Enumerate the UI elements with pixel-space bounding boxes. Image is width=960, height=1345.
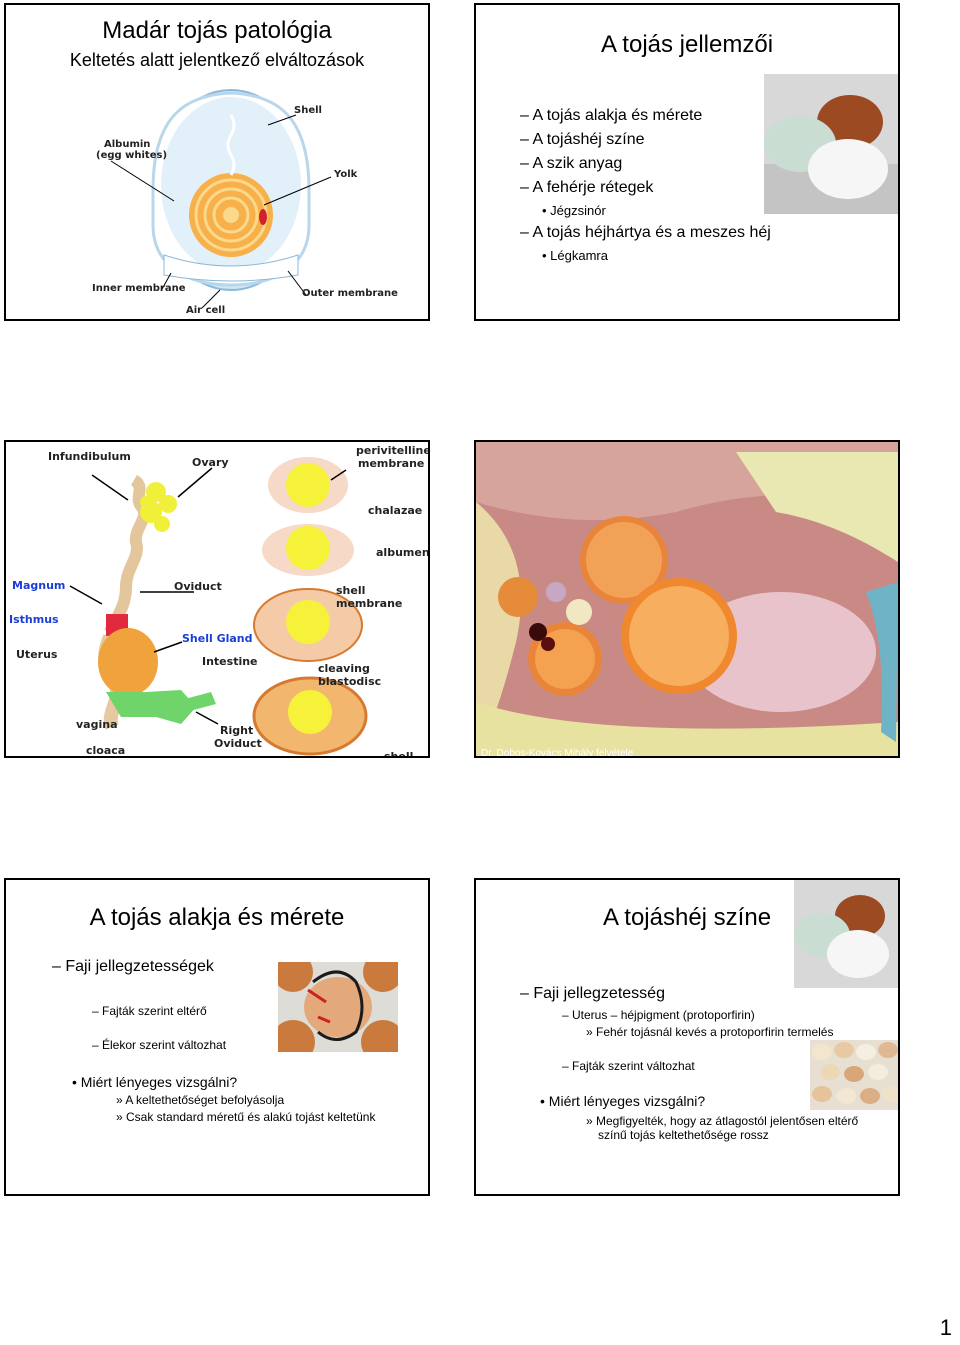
list-item: • Miért lényeges vizsgálni? xyxy=(540,1093,705,1109)
list-item: » Csak standard méretű és alakú tojást k… xyxy=(116,1110,375,1124)
label-shell: shell xyxy=(384,750,413,758)
list-item: » Megfigyelték, hogy az átlagostól jelen… xyxy=(586,1114,858,1128)
label-albumin: Albumin xyxy=(104,139,150,150)
list-item: – A szik anyag xyxy=(520,155,622,173)
label-membrane: membrane xyxy=(358,457,424,470)
label-albumen: albumen xyxy=(376,546,430,559)
slide-egg-characteristics: A tojás jellemzői – A tojás alakja és mé… xyxy=(474,3,900,321)
slide-title: A tojás alakja és mérete xyxy=(6,904,428,932)
egg-shape-photo xyxy=(278,962,398,1052)
label-oviduct: Oviduct xyxy=(174,580,222,593)
egg-anatomy-diagram xyxy=(6,5,428,319)
label-vagina: vagina xyxy=(76,718,118,731)
label-cleaving-blastodisc: cleaving blastodisc xyxy=(318,662,428,688)
list-item: • Miért lényeges vizsgálni? xyxy=(72,1074,237,1090)
slide-ovary-photo: Dr. Dobos-Kovács Mihály felvétele xyxy=(474,440,900,758)
label-magnum: Magnum xyxy=(12,579,65,592)
list-item: » A keltethetőséget befolyásolja xyxy=(116,1093,284,1107)
photo-credit: Dr. Dobos-Kovács Mihály felvétele xyxy=(481,748,633,758)
list-item: – A tojáshéj színe xyxy=(520,131,645,149)
slide-egg-shape-size: A tojás alakja és mérete – Faji jellegze… xyxy=(4,878,430,1196)
label-chalazae: chalazae xyxy=(368,504,422,517)
label-cloaca: cloaca xyxy=(86,744,125,757)
label-uterus: Uterus xyxy=(16,648,57,661)
list-item: – Fajták szerint eltérő xyxy=(92,1004,207,1018)
eggs-photo xyxy=(764,74,900,214)
label-yolk: Yolk xyxy=(334,169,357,180)
eggs-photo xyxy=(794,880,898,988)
label-air-cell: Air cell xyxy=(186,305,225,316)
ovary-photo xyxy=(476,442,898,756)
list-item: – Faji jellegzetességek xyxy=(52,958,214,976)
label-infundibulum: Infundibulum xyxy=(48,450,131,463)
list-item: – A tojás alakja és mérete xyxy=(520,107,702,125)
label-shell-membrane: shell membrane xyxy=(336,584,428,610)
list-item: – A fehérje rétegek xyxy=(520,179,653,197)
quail-eggs-photo xyxy=(810,1040,900,1110)
label-shell: Shell xyxy=(294,105,322,116)
label-shell-gland: Shell Gland xyxy=(182,632,253,645)
label-right: Right xyxy=(220,724,253,737)
label-isthmus: Isthmus xyxy=(9,613,59,626)
label-egg-whites: (egg whites) xyxy=(96,150,167,161)
list-item: – Faji jellegzetesség xyxy=(520,985,665,1003)
slide-oviduct-diagram: Infundibulum Ovary perivitelline membran… xyxy=(4,440,430,758)
list-item: színű tojás keltethetősége rossz xyxy=(598,1128,769,1142)
label-oviduct-right: Oviduct xyxy=(214,737,262,750)
list-item: • Légkamra xyxy=(542,248,608,263)
list-item: – A tojás héjhártya és a meszes héj xyxy=(520,224,771,242)
slide-eggshell-color: A tojáshéj színe – Faji jellegzetesség –… xyxy=(474,878,900,1196)
label-outer-membrane: Outer membrane xyxy=(302,288,398,299)
slide-egg-pathology: Madár tojás patológia Keltetés alatt jel… xyxy=(4,3,430,321)
page-number: 1 xyxy=(940,1315,952,1341)
label-inner-membrane: Inner membrane xyxy=(92,283,186,294)
list-item: – Uterus – héjpigment (protoporfirin) xyxy=(562,1008,755,1022)
slide-title: A tojás jellemzői xyxy=(476,31,898,59)
list-item: – Fajták szerint változhat xyxy=(562,1059,695,1073)
label-intestine: Intestine xyxy=(202,655,258,668)
list-item: – Élekor szerint változhat xyxy=(92,1038,226,1052)
label-ovary: Ovary xyxy=(192,456,229,469)
list-item: • Jégzsinór xyxy=(542,203,606,218)
label-perivitelline: perivitelline xyxy=(356,444,430,457)
list-item: » Fehér tojásnál kevés a protoporfirin t… xyxy=(586,1025,833,1039)
